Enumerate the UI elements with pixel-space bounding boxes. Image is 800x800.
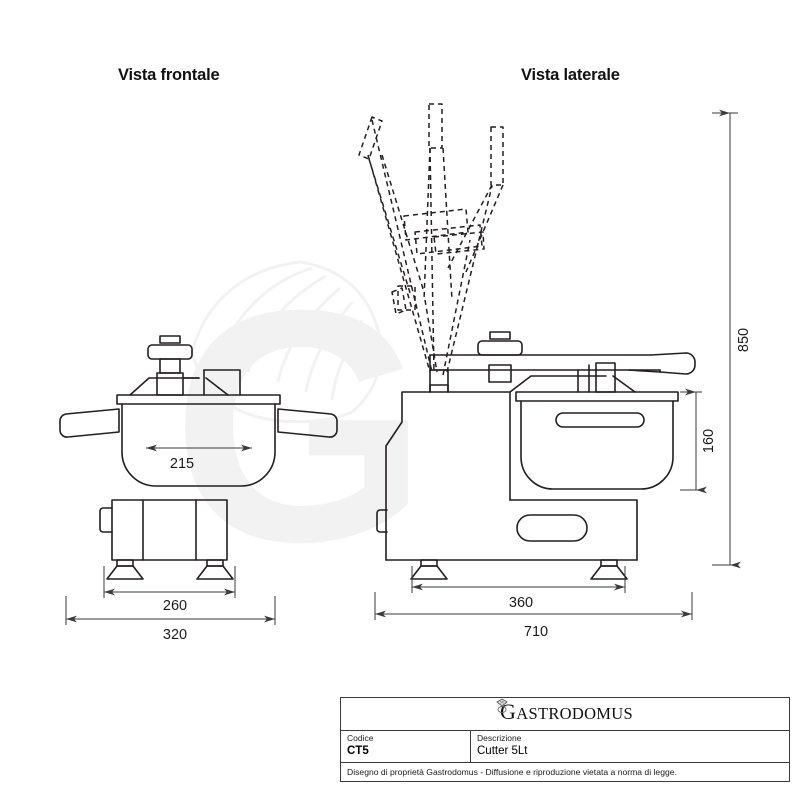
watermark-gastrodomus: G xyxy=(172,241,429,610)
phantom-handle-3 xyxy=(490,126,504,186)
phantom-lid-1 xyxy=(403,208,469,241)
side-foot-right-stem xyxy=(600,559,618,567)
side-lid-post xyxy=(488,364,512,383)
phantom-arm-2b xyxy=(442,147,453,301)
front-view-drawing xyxy=(59,335,338,580)
front-bowl-body xyxy=(121,403,276,487)
side-control-oval xyxy=(516,514,588,542)
dim-label-710: 710 xyxy=(524,624,548,640)
side-switch-tab xyxy=(376,509,388,533)
side-lid-slope-right xyxy=(612,375,636,393)
front-block-top-right xyxy=(203,369,241,396)
codice-label: Codice xyxy=(347,733,374,743)
side-pivot-post xyxy=(429,369,449,393)
side-lid-open-positions xyxy=(358,103,504,376)
view-title-frontale: Vista frontale xyxy=(118,66,220,84)
dimension-labels: 215 260 320 360 710 160 850 xyxy=(163,328,752,643)
front-lid-flange xyxy=(116,394,281,405)
codice-value: CT5 xyxy=(347,745,369,757)
copyright-note: Disegno di proprietà Gastrodomus - Diffu… xyxy=(347,767,677,777)
view-title-laterale: Vista laterale xyxy=(521,66,620,84)
phantom-converge-5 xyxy=(371,119,433,373)
logo-letters-rest: ASTRODOMUS xyxy=(516,704,633,723)
phantom-arm-3b xyxy=(465,184,504,273)
codice-cell: Codice CT5 xyxy=(341,731,471,762)
title-block-note-row: Disegno di proprietà Gastrodomus - Diffu… xyxy=(341,763,789,781)
front-base-body xyxy=(111,499,228,561)
phantom-lid-3 xyxy=(433,231,485,255)
side-view-drawing xyxy=(376,331,696,580)
dim-label-215: 215 xyxy=(170,456,194,472)
side-foot-right-pad xyxy=(590,565,628,580)
dim-label-360: 360 xyxy=(509,595,533,611)
front-lid-slope-right xyxy=(205,377,229,396)
side-foot-left-pad xyxy=(410,565,448,580)
descrizione-value: Cutter 5Lt xyxy=(477,745,528,757)
dim-label-850: 850 xyxy=(736,328,752,352)
title-block-mid-row: Codice CT5 Descrizione Cutter 5Lt xyxy=(341,731,789,763)
side-knob-body xyxy=(477,340,523,356)
logo-text: GASTRODOMUS xyxy=(497,700,633,726)
front-foot-left-stem xyxy=(116,559,134,567)
side-bowl-handle-slot xyxy=(555,412,645,428)
phantom-arm-1a xyxy=(368,158,412,297)
side-knob-cap xyxy=(489,331,511,340)
dim-label-260: 260 xyxy=(163,598,187,614)
logo-letter-g: G xyxy=(500,699,517,724)
phantom-converge-1 xyxy=(367,154,431,373)
front-handle-left xyxy=(59,408,120,438)
dim-label-320: 320 xyxy=(163,627,187,643)
side-arm-bottom xyxy=(429,354,661,371)
side-housing-neck xyxy=(429,384,449,393)
dim-label-160: 160 xyxy=(701,429,717,453)
front-base-switch xyxy=(99,507,113,533)
phantom-converge-3 xyxy=(442,239,471,376)
title-block: GASTRODOMUS Codice CT5 Descrizione Cutte… xyxy=(340,697,790,782)
side-housing-left-profile xyxy=(385,391,431,561)
front-knob-body xyxy=(147,344,193,360)
front-foot-right-pad xyxy=(196,565,234,580)
front-foot-left-pad xyxy=(106,565,144,580)
phantom-pivot-block xyxy=(397,285,416,311)
front-knob-cap xyxy=(159,335,181,344)
phantom-converge-4 xyxy=(446,185,493,373)
front-handle-right xyxy=(277,408,338,438)
watermark-letter: G xyxy=(172,241,429,610)
descrizione-cell: Descrizione Cutter 5Lt xyxy=(471,731,789,762)
diamond-ring-icon xyxy=(496,698,508,713)
gastrodomus-logo: GASTRODOMUS xyxy=(496,698,633,726)
side-plinth-right xyxy=(509,499,638,561)
descrizione-label: Descrizione xyxy=(477,733,522,743)
side-arm-handle-brace xyxy=(628,369,661,373)
side-center-shaft xyxy=(595,362,616,393)
phantom-arm-2a xyxy=(423,147,431,301)
dimension-lines xyxy=(65,109,741,625)
side-lid-slope-left xyxy=(509,375,607,393)
side-bowl-flange xyxy=(515,391,679,402)
title-block-logo-row: GASTRODOMUS xyxy=(341,698,789,731)
phantom-handle-2 xyxy=(428,103,443,149)
phantom-converge-2 xyxy=(429,147,435,373)
side-bowl-body xyxy=(520,400,674,490)
side-arm-handle xyxy=(650,352,696,375)
phantom-handle-1 xyxy=(358,116,383,160)
phantom-converge-6 xyxy=(424,299,438,373)
phantom-arm-1b xyxy=(381,154,425,293)
